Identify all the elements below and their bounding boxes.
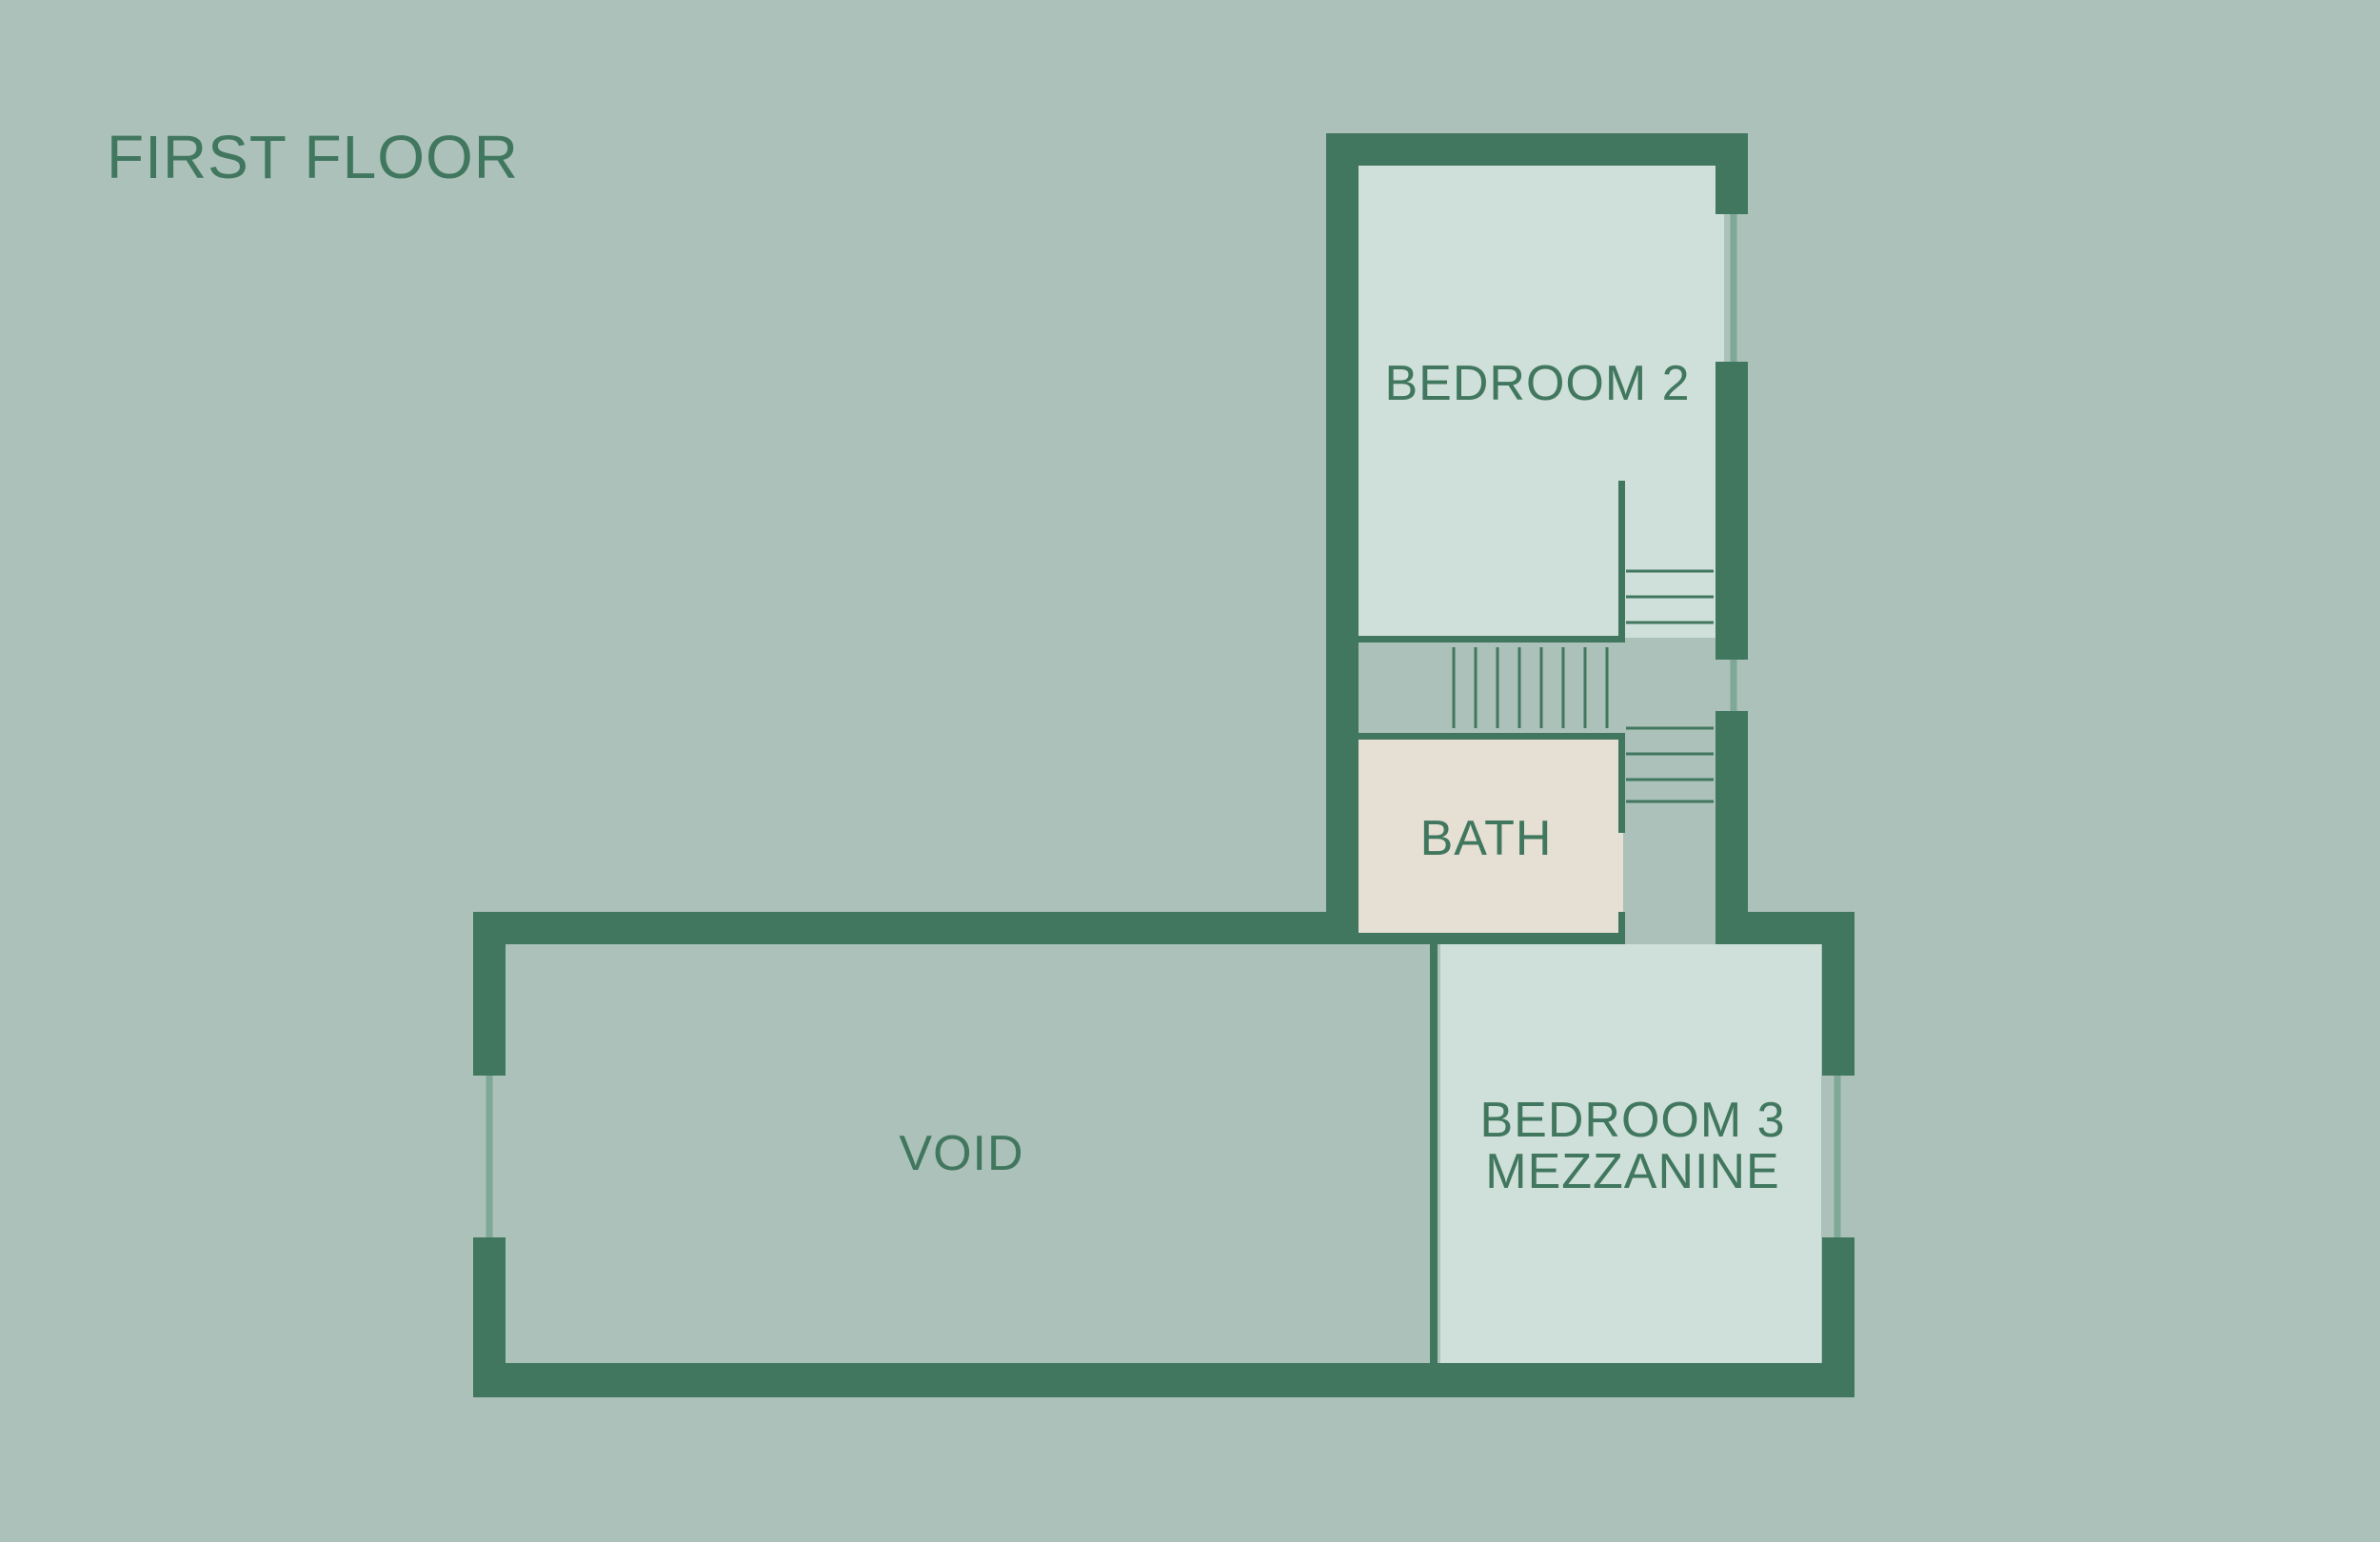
bath-floor (1359, 738, 1623, 933)
bath-label: BATH (1420, 811, 1553, 866)
bedroom-2-label: BEDROOM 2 (1384, 356, 1690, 411)
void-floor (506, 944, 1432, 1363)
floor-title: FIRST FLOOR (107, 123, 519, 191)
walls (473, 133, 1854, 1397)
windows (486, 214, 1841, 1237)
void-label: VOID (899, 1126, 1023, 1181)
bedroom-2-floor (1359, 166, 1724, 638)
mezzanine-label: MEZZANINE (1485, 1144, 1779, 1199)
bedroom-3-label: BEDROOM 3 (1479, 1093, 1785, 1148)
staircase (1452, 569, 1714, 803)
bedroom-3-floor (1440, 944, 1821, 1363)
